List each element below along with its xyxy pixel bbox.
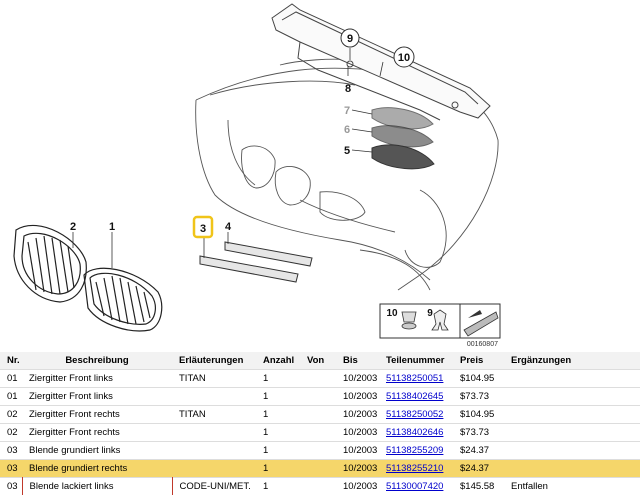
cell-bis: 10/2003 — [336, 478, 379, 495]
part-number-link[interactable]: 51138255209 — [386, 445, 443, 456]
cell-nr: 02 — [0, 424, 22, 442]
callout-10[interactable]: 10 — [398, 52, 410, 64]
cell-preis: $24.37 — [453, 442, 504, 460]
cell-beschreibung: Ziergitter Front links — [22, 370, 172, 388]
legend-label-10: 10 — [386, 308, 398, 319]
cell-von — [300, 442, 336, 460]
table-row[interactable]: 01 Ziergitter Front links 1 10/2003 5113… — [0, 388, 640, 406]
table-row[interactable]: 01 Ziergitter Front links TITAN 1 10/200… — [0, 370, 640, 388]
cell-von — [300, 460, 336, 478]
cell-nr: 03 — [0, 442, 22, 460]
cell-beschreibung: Ziergitter Front rechts — [22, 406, 172, 424]
cell-anzahl: 1 — [256, 460, 300, 478]
cell-ergaenzungen — [504, 370, 640, 388]
cell-bis: 10/2003 — [336, 442, 379, 460]
callout-9[interactable]: 9 — [347, 33, 353, 45]
header-bis: Bis — [336, 352, 379, 370]
cell-erlaeuterungen: CODE-UNI/MET. — [172, 478, 256, 495]
table-row[interactable]: 03 Blende lackiert links CODE-UNI/MET. 1… — [0, 478, 640, 495]
cell-von — [300, 370, 336, 388]
part-number-link[interactable]: 51138402646 — [386, 427, 443, 438]
table-row-selected[interactable]: 03 Blende grundiert rechts 1 10/2003 511… — [0, 460, 640, 478]
clip-nut-icon — [402, 312, 416, 329]
parts-diagram: 9 10 8 7 6 5 3 4 2 1 10 9 00160807 — [0, 0, 640, 350]
cell-preis: $104.95 — [453, 370, 504, 388]
header-ergaenzungen: Ergänzungen — [504, 352, 640, 370]
callout-6[interactable]: 6 — [344, 124, 350, 136]
cell-nr: 03 — [0, 478, 22, 495]
callout-7[interactable]: 7 — [344, 105, 350, 117]
callout-3[interactable]: 3 — [200, 223, 206, 235]
header-teilenummer: Teilenummer — [379, 352, 453, 370]
callout-4[interactable]: 4 — [225, 221, 232, 233]
parts-table: Nr. Beschreibung Erläuterungen Anzahl Vo… — [0, 352, 640, 495]
header-nr: Nr. — [0, 352, 22, 370]
cell-preis: $24.37 — [453, 460, 504, 478]
cell-bis: 10/2003 — [336, 460, 379, 478]
cell-anzahl: 1 — [256, 388, 300, 406]
cell-von — [300, 406, 336, 424]
fastener-legend: 10 9 — [380, 304, 500, 338]
cell-erlaeuterungen — [172, 442, 256, 460]
cell-erlaeuterungen: TITAN — [172, 370, 256, 388]
cell-beschreibung: Blende grundiert rechts — [22, 460, 172, 478]
cell-beschreibung: Blende grundiert links — [22, 442, 172, 460]
cell-erlaeuterungen — [172, 460, 256, 478]
cell-bis: 10/2003 — [336, 370, 379, 388]
cell-preis: $73.73 — [453, 388, 504, 406]
header-von: Von — [300, 352, 336, 370]
callout-2[interactable]: 2 — [70, 221, 76, 233]
cell-ergaenzungen — [504, 460, 640, 478]
table-row[interactable]: 02 Ziergitter Front rechts 1 10/2003 511… — [0, 424, 640, 442]
cell-nr: 01 — [0, 370, 22, 388]
cell-von — [300, 478, 336, 495]
diagram-code: 00160807 — [467, 341, 498, 348]
cell-beschreibung: Blende lackiert links — [22, 478, 172, 495]
part-number-link[interactable]: 51138250051 — [386, 373, 443, 384]
part-number-link[interactable]: 51138255210 — [386, 463, 443, 474]
cell-beschreibung: Ziergitter Front links — [22, 388, 172, 406]
cell-erlaeuterungen — [172, 388, 256, 406]
table-row[interactable]: 02 Ziergitter Front rechts TITAN 1 10/20… — [0, 406, 640, 424]
table-header-row: Nr. Beschreibung Erläuterungen Anzahl Vo… — [0, 352, 640, 370]
legend-label-9: 9 — [427, 308, 433, 319]
cell-anzahl: 1 — [256, 370, 300, 388]
cell-bis: 10/2003 — [336, 388, 379, 406]
cell-ergaenzungen — [504, 406, 640, 424]
cell-beschreibung: Ziergitter Front rechts — [22, 424, 172, 442]
header-beschreibung: Beschreibung — [22, 352, 172, 370]
cell-erlaeuterungen: TITAN — [172, 406, 256, 424]
part-number-link[interactable]: 51138250052 — [386, 409, 443, 420]
cell-anzahl: 1 — [256, 424, 300, 442]
cell-anzahl: 1 — [256, 478, 300, 495]
cell-anzahl: 1 — [256, 442, 300, 460]
callout-5[interactable]: 5 — [344, 145, 350, 157]
cell-ergaenzungen — [504, 442, 640, 460]
cell-nr: 01 — [0, 388, 22, 406]
cell-bis: 10/2003 — [336, 406, 379, 424]
cell-erlaeuterungen — [172, 424, 256, 442]
cell-ergaenzungen — [504, 388, 640, 406]
cell-nr: 02 — [0, 406, 22, 424]
cell-preis: $73.73 — [453, 424, 504, 442]
cell-anzahl: 1 — [256, 406, 300, 424]
table-row[interactable]: 03 Blende grundiert links 1 10/2003 5113… — [0, 442, 640, 460]
cell-bis: 10/2003 — [336, 424, 379, 442]
cell-ergaenzungen: Entfallen — [504, 478, 640, 495]
cell-preis: $145.58 — [453, 478, 504, 495]
cell-nr: 03 — [0, 460, 22, 478]
header-anzahl: Anzahl — [256, 352, 300, 370]
header-erlaeuterungen: Erläuterungen — [172, 352, 256, 370]
callout-8[interactable]: 8 — [345, 83, 351, 95]
cell-von — [300, 424, 336, 442]
cell-von — [300, 388, 336, 406]
cell-ergaenzungen — [504, 424, 640, 442]
part-number-link[interactable]: 51138402645 — [386, 391, 443, 402]
cell-preis: $104.95 — [453, 406, 504, 424]
callout-1[interactable]: 1 — [109, 221, 115, 233]
part-number-link[interactable]: 51130007420 — [386, 481, 443, 492]
header-preis: Preis — [453, 352, 504, 370]
